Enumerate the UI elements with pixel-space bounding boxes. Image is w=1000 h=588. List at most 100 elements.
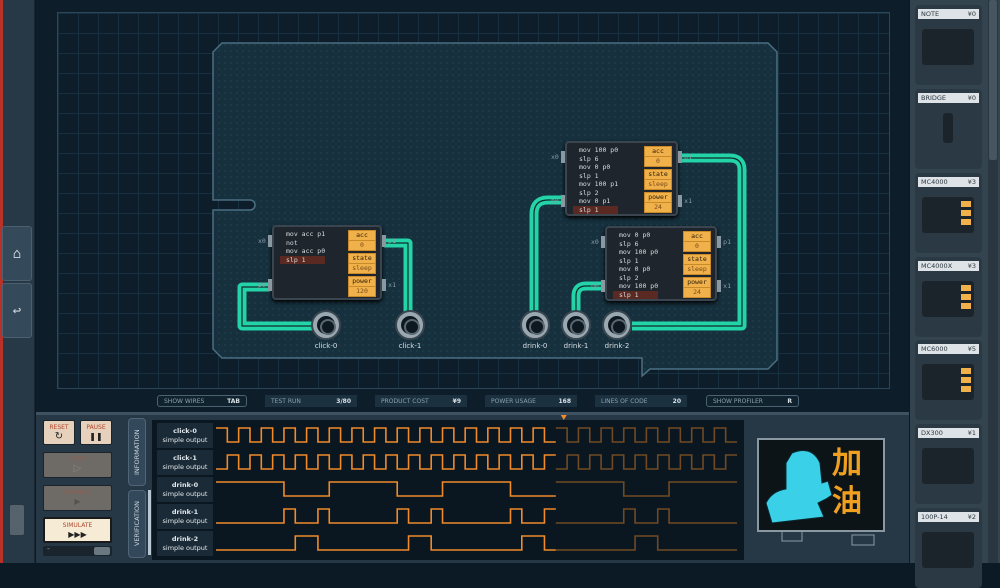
code-line: slp 1	[579, 171, 599, 180]
pause-button[interactable]: PAUSE❚❚	[80, 420, 112, 445]
cost-label: PRODUCT COST	[381, 397, 429, 405]
code-line: mov 0 p0	[619, 265, 651, 273]
io-port-drink-0[interactable]	[522, 312, 548, 338]
register-value: 0	[349, 240, 375, 250]
port-label-x1: x1	[723, 282, 731, 290]
pin-p1[interactable]	[382, 235, 386, 247]
back-button[interactable]: ↩	[2, 283, 32, 338]
signal-type: simple output	[162, 463, 208, 471]
pin-x0[interactable]	[601, 236, 605, 248]
code-line: slp 2	[579, 188, 599, 197]
signal-name: click-1	[173, 454, 197, 462]
poster-frame	[757, 438, 885, 546]
loc-label: LINES OF CODE	[601, 397, 648, 405]
io-port-click-1[interactable]	[397, 312, 423, 338]
poster-text: 加油	[832, 446, 862, 519]
part-name: 100P-14	[921, 513, 948, 521]
pin-x0[interactable]	[268, 235, 272, 247]
waveform-click-0	[555, 427, 737, 443]
part-dx300[interactable]: DX300¥1	[915, 424, 982, 504]
code-line: mov acc p0	[286, 247, 326, 255]
part-bridge[interactable]: BRIDGE ¥0	[915, 89, 982, 169]
part-mc4000x[interactable]: MC4000X¥3	[915, 257, 982, 337]
pin-p0[interactable]	[601, 280, 605, 292]
verification-scrollbar[interactable]	[148, 490, 151, 555]
simulate-label: SIMULATE	[62, 522, 93, 529]
part-preview-icon	[922, 281, 974, 317]
part-header: MC4000¥3	[918, 177, 979, 187]
part-100p-14[interactable]: 100P-14¥2	[915, 508, 982, 588]
io-port-drink-1[interactable]	[563, 312, 589, 338]
profiler-key: R	[787, 397, 792, 405]
code-line: mov 100 p0	[619, 248, 659, 256]
pin-p0[interactable]	[561, 195, 565, 207]
pin-x1[interactable]	[717, 280, 721, 292]
io-port-click-0[interactable]	[313, 312, 339, 338]
register-name: state	[687, 255, 707, 263]
parts-scrollbar[interactable]	[988, 0, 998, 563]
pin-x0[interactable]	[561, 151, 565, 163]
port-label-x1: x1	[388, 281, 396, 289]
pin-x1[interactable]	[678, 195, 682, 207]
part-note[interactable]: NOTE¥0	[915, 5, 982, 85]
step-icon: ▷	[73, 463, 82, 474]
code-line: slp 2	[619, 273, 639, 282]
part-mc4000[interactable]: MC4000¥3	[915, 173, 982, 253]
scrollbar-thumb[interactable]	[989, 0, 997, 160]
pin-p0[interactable]	[268, 279, 272, 291]
register-value: 120	[349, 286, 375, 296]
part-preview-icon	[922, 532, 974, 568]
part-mc6000[interactable]: MC6000¥5	[915, 340, 982, 420]
left-toolbar: ⌂ ↩	[0, 0, 35, 563]
part-name: BRIDGE	[921, 94, 947, 102]
reset-label: RESET	[49, 424, 69, 431]
speed-slider[interactable]: -	[43, 544, 112, 556]
simulate-button[interactable]: SIMULATE▶▶▶	[43, 517, 112, 543]
code-line: mov acc p1	[286, 230, 326, 238]
pin-p1[interactable]	[678, 151, 682, 163]
io-port-drink-2[interactable]	[604, 312, 630, 338]
advance-button[interactable]: ADVANCE▶	[43, 485, 112, 511]
part-cost: ¥0	[967, 10, 976, 18]
code-line: mov 0 p0	[619, 231, 651, 239]
register-name: acc	[356, 231, 368, 239]
waveform-click-1	[555, 454, 737, 470]
step-button[interactable]: STEP▷	[43, 452, 112, 478]
port-label-p0: p0	[591, 282, 599, 290]
advance-icon: ▶	[74, 497, 81, 506]
pin-x1[interactable]	[382, 279, 386, 291]
register-name: power	[687, 278, 707, 286]
part-header: DX300¥1	[918, 428, 979, 438]
pin-p1[interactable]	[717, 236, 721, 248]
waveform-drink-0	[555, 481, 737, 497]
register-name: acc	[652, 147, 664, 155]
back-icon: ↩	[12, 302, 22, 319]
code-line: slp 1	[573, 205, 619, 214]
simulate-icon: ▶▶▶	[68, 530, 87, 539]
show-wires-key: TAB	[227, 397, 240, 405]
register-value: sleep	[684, 264, 710, 274]
speed-slider-handle[interactable]	[94, 547, 110, 555]
cost-value: ¥9	[452, 397, 461, 405]
part-cost: ¥0	[967, 94, 976, 102]
home-button[interactable]: ⌂	[2, 226, 32, 281]
register-value: sleep	[645, 179, 671, 189]
io-port-label: click-0	[314, 342, 338, 350]
reset-button[interactable]: RESET↻	[43, 420, 75, 445]
register-name: state	[648, 170, 668, 178]
port-label-x0: x0	[258, 237, 266, 245]
part-name: DX300	[921, 429, 943, 437]
test-run-value: 3/80	[336, 397, 351, 405]
